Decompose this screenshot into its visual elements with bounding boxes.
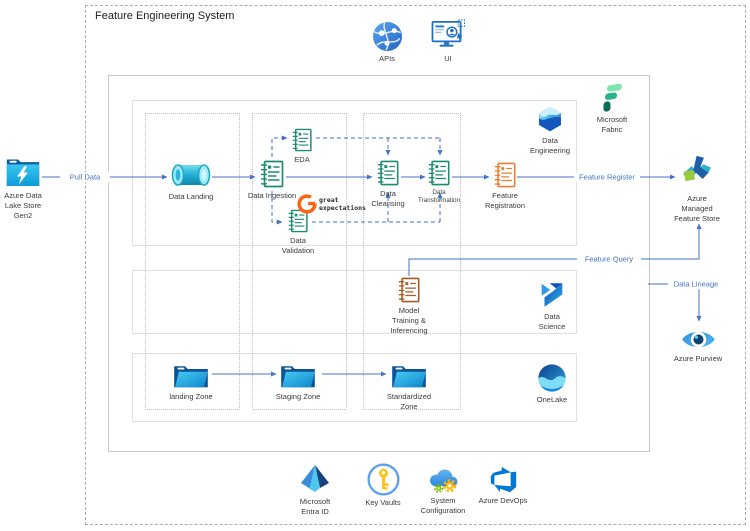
data-transformation-notebook-icon [427, 159, 451, 187]
storage-row-box [132, 353, 577, 422]
ui-icon [430, 19, 466, 52]
node-azure-purview[interactable]: Azure Purview [660, 327, 736, 364]
system-configuration-icon [427, 465, 460, 494]
staging-zone-folder-icon [279, 362, 317, 390]
great-expectations-label: great expectations [319, 196, 366, 213]
node-system-configuration[interactable]: System Configuration [410, 465, 476, 516]
landing-zone-folder-icon [172, 362, 210, 390]
feature-store-label: Azure Managed Feature Store [674, 194, 720, 223]
data-validation-label: Data Validation [281, 236, 315, 255]
data-landing-label: Data Landing [168, 192, 214, 201]
landing-zone-label: landing Zone [169, 392, 213, 401]
node-onelake[interactable]: OneLake [522, 363, 582, 405]
feature-engineering-system-container [85, 5, 746, 525]
staging-zone-label: Staging Zone [275, 392, 321, 401]
node-feature-registration[interactable]: Feature Registration [476, 161, 534, 211]
node-key-vault[interactable]: Key Vaults [353, 463, 413, 508]
node-model-training[interactable]: Model Training & Inferencing [382, 276, 436, 335]
data-engineering-icon [536, 104, 564, 134]
feature-store-icon [679, 155, 716, 192]
azure-devops-icon [488, 465, 519, 494]
edge-label-pull-data: Pull Data [60, 172, 110, 182]
great-expectations-logo [296, 193, 318, 215]
node-data-ingestion[interactable]: Data Ingestion [239, 159, 305, 201]
node-apis[interactable]: APIs [361, 21, 413, 64]
great-expectations-g-icon [296, 193, 318, 215]
eda-notebook-icon [291, 127, 313, 153]
system-configuration-label: System Configuration [420, 496, 466, 515]
data-cleansing-notebook-icon [376, 159, 400, 187]
node-eda[interactable]: EDA [282, 127, 322, 165]
onelake-icon [537, 363, 567, 393]
key-vault-icon [367, 463, 400, 496]
node-standardized-zone[interactable]: Standardized Zone [376, 362, 442, 412]
data-science-icon [537, 279, 567, 310]
node-feature-store[interactable]: Azure Managed Feature Store [661, 155, 733, 223]
model-training-label: Model Training & Inferencing [390, 306, 428, 335]
ui-label: UI [444, 54, 452, 63]
node-data-science[interactable]: Data Science [519, 279, 585, 332]
data-ingestion-label: Data Ingestion [247, 191, 297, 200]
key-vault-label: Key Vaults [365, 498, 401, 507]
apis-icon [372, 21, 403, 52]
azure-devops-label: Azure DevOps [478, 496, 528, 505]
node-azure-devops[interactable]: Azure DevOps [470, 465, 536, 506]
edge-label-feature-query: Feature Query [577, 254, 641, 264]
node-data-engineering[interactable]: Data Engineering [517, 104, 583, 156]
feature-registration-notebook-icon [493, 161, 517, 189]
edge-label-feature-register: Feature Register [574, 172, 640, 182]
azure-purview-icon [681, 327, 716, 352]
data-lake-label: Azure Data Lake Store Gen2 [4, 191, 42, 220]
node-data-validation[interactable]: Data Validation [272, 208, 324, 256]
standardized-zone-label: Standardized Zone [386, 392, 432, 411]
node-microsoft-fabric[interactable]: Microsoft Fabric [582, 82, 642, 135]
data-transformation-label: Data Transformation [417, 189, 461, 205]
feature-registration-label: Feature Registration [484, 191, 526, 210]
model-training-notebook-icon [397, 276, 421, 304]
node-data-landing[interactable]: Data Landing [158, 160, 224, 202]
data-lake-folder-icon [5, 156, 41, 189]
standardized-zone-folder-icon [390, 362, 428, 390]
edge-label-data-lineage: Data Lineage [668, 279, 724, 289]
onelake-label: OneLake [536, 395, 568, 404]
landing-column-box [145, 113, 240, 410]
node-data-transformation[interactable]: Data Transformation [410, 159, 468, 205]
microsoft-entra-id-icon [299, 463, 331, 495]
node-azure-data-lake[interactable]: Azure Data Lake Store Gen2 [0, 156, 55, 220]
azure-purview-label: Azure Purview [673, 354, 723, 363]
staging-column-box [252, 113, 347, 410]
node-microsoft-entra-id[interactable]: Microsoft Entra ID [285, 463, 345, 517]
data-landing-cylinder-icon [171, 160, 211, 190]
microsoft-fabric-label: Microsoft Fabric [596, 115, 628, 134]
eda-label: EDA [294, 155, 310, 164]
training-row-box [132, 270, 577, 334]
apis-label: APIs [379, 54, 395, 63]
node-staging-zone[interactable]: Staging Zone [265, 362, 331, 402]
microsoft-entra-id-label: Microsoft Entra ID [299, 497, 331, 516]
microsoft-fabric-icon [600, 82, 624, 113]
data-science-label: Data Science [538, 312, 566, 331]
data-engineering-label: Data Engineering [529, 136, 571, 155]
data-cleansing-label: Data Cleansing [371, 189, 405, 208]
node-ui[interactable]: UI [422, 19, 474, 64]
node-landing-zone[interactable]: landing Zone [158, 362, 224, 402]
diagram-title: Feature Engineering System [95, 10, 235, 22]
node-data-cleansing[interactable]: Data Cleansing [362, 159, 414, 209]
